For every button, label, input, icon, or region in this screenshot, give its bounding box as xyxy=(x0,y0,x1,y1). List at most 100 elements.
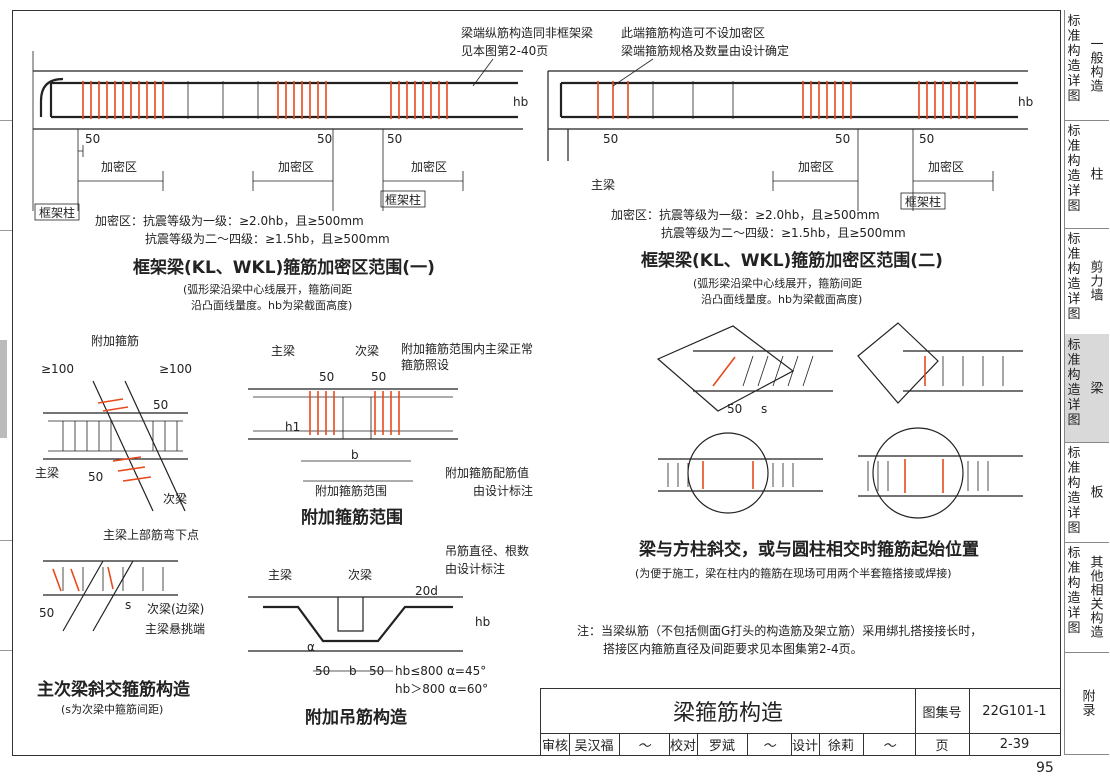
sidebar-tab-char: 构 xyxy=(1067,154,1081,169)
sidebar-tab-char: 详 xyxy=(1067,184,1081,199)
sidebar-tab[interactable]: 标准构造详图梁 xyxy=(1064,334,1109,443)
sidebar-tab-char: 构 xyxy=(1067,368,1081,383)
svg-text:b: b xyxy=(349,664,357,678)
svg-text:50: 50 xyxy=(317,132,332,146)
svg-text:hb: hb xyxy=(513,95,528,109)
sidebar-tab-char: 造 xyxy=(1067,169,1081,184)
sidebar-tab-prefix: 标准构造详图 xyxy=(1065,10,1083,120)
drawing-canvas: 50 50 50 加密区 加密区 加密区 hb 梁端纵筋构造同非框架梁 见本图第… xyxy=(32,25,1033,728)
left-tick xyxy=(0,650,12,651)
sidebar-tab[interactable]: 标准构造详图剪力墙 xyxy=(1064,228,1109,335)
sidebar-tab-char: 标 xyxy=(1067,338,1081,353)
sidebar-tab[interactable]: 标准构造详图柱 xyxy=(1064,120,1109,229)
svg-text:主梁: 主梁 xyxy=(268,567,292,582)
page-value: 2-39 xyxy=(969,733,1061,756)
svg-text:50: 50 xyxy=(835,132,850,146)
sidebar-tab-char: 详 xyxy=(1067,292,1081,307)
sidebar-tab-label: 柱 xyxy=(1087,167,1103,181)
sidebar-tab-char: 图 xyxy=(1067,199,1081,214)
figure-additional-stirrups-skew: 附加箍筋 ≥100 ≥100 50 50 主梁 次梁 xyxy=(35,333,192,512)
svg-text:s: s xyxy=(761,402,767,416)
sidebar-tab-char: 标 xyxy=(1067,446,1081,461)
svg-text:50: 50 xyxy=(85,132,100,146)
svg-text:加密区: 加密区 xyxy=(928,159,964,174)
svg-text:b: b xyxy=(351,448,359,462)
svg-text:框架柱: 框架柱 xyxy=(905,194,941,209)
svg-text:沿凸面线量度。hb为梁截面高度): 沿凸面线量度。hb为梁截面高度) xyxy=(701,292,862,306)
general-note: 注：当梁纵筋（不包括侧面G打头的构造筋及架立筋）采用绑扎搭接接长时， 搭接区内箍… xyxy=(577,623,982,656)
svg-text:50: 50 xyxy=(727,402,742,416)
sidebar-tab[interactable]: 标准构造详图一般构造 xyxy=(1064,10,1109,121)
svg-text:次梁: 次梁 xyxy=(163,491,187,506)
svg-text:梁端箍筋规格及数量由设计确定: 梁端箍筋规格及数量由设计确定 xyxy=(621,43,789,58)
svg-text:附加箍筋范围: 附加箍筋范围 xyxy=(315,483,387,498)
svg-text:由设计标注: 由设计标注 xyxy=(445,561,505,576)
sidebar-tab-char: 详 xyxy=(1067,506,1081,521)
checker-signature: ～ xyxy=(747,733,792,756)
sidebar-tab-char: 标 xyxy=(1067,232,1081,247)
sidebar-tab-char: 造 xyxy=(1067,591,1081,606)
check-label: 校对 xyxy=(669,733,698,756)
page-label: 页 xyxy=(915,733,970,756)
sidebar-tab-char: 造 xyxy=(1067,277,1081,292)
svg-text:50: 50 xyxy=(319,370,334,384)
left-tick xyxy=(0,540,12,541)
svg-text:50: 50 xyxy=(371,370,386,384)
sidebar-tab-prefix: 标准构造详图 xyxy=(1065,120,1083,228)
svg-text:α: α xyxy=(307,640,315,654)
sidebar-tab-char: 造 xyxy=(1067,383,1081,398)
svg-text:(s为次梁中箍筋间距): (s为次梁中箍筋间距) xyxy=(61,702,163,716)
svg-text:见本图第2-40页: 见本图第2-40页 xyxy=(461,44,548,58)
svg-text:次梁: 次梁 xyxy=(348,567,372,582)
svg-text:搭接区内箍筋直径及间距要求见本图集第2-4页。: 搭接区内箍筋直径及间距要求见本图集第2-4页。 xyxy=(603,641,863,656)
figure-column-intersection: 50 s 梁与方柱斜交，或与圆柱相交时箍筋起始位置 (为便于施工，梁在柱内的箍筋… xyxy=(635,322,1023,580)
sidebar-tab[interactable]: 标准构造详图板 xyxy=(1064,442,1109,543)
sidebar-tab-char: 构 xyxy=(1067,262,1081,277)
svg-text:(弧形梁沿梁中心线展开，箍筋间距: (弧形梁沿梁中心线展开，箍筋间距 xyxy=(183,282,352,296)
svg-text:加密区：抗震等级为一级：≥2.0hb，且≥500mm: 加密区：抗震等级为一级：≥2.0hb，且≥500mm xyxy=(611,207,880,222)
svg-text:次梁(边梁): 次梁(边梁) xyxy=(147,601,204,616)
svg-text:抗震等级为二～四级：≥1.5hb，且≥500mm: 抗震等级为二～四级：≥1.5hb，且≥500mm xyxy=(145,231,390,246)
svg-text:≥100: ≥100 xyxy=(41,362,74,376)
svg-text:hb≤800 α=45°: hb≤800 α=45° xyxy=(395,664,486,678)
figure-main-secondary-skew: 主梁上部筋弯下点 s 50 次梁(边梁) 主梁悬挑端 主次梁斜交箍筋构造 (s为… xyxy=(37,527,205,716)
svg-text:加密区: 加密区 xyxy=(411,159,447,174)
svg-text:框架梁(KL、WKL)箍筋加密区范围(一): 框架梁(KL、WKL)箍筋加密区范围(一) xyxy=(133,257,435,278)
svg-text:≥100: ≥100 xyxy=(159,362,192,376)
svg-text:50: 50 xyxy=(315,664,330,678)
drawing-sheet: 50 50 50 加密区 加密区 加密区 hb 梁端纵筋构造同非框架梁 见本图第… xyxy=(12,10,1061,756)
svg-text:加密区：抗震等级为一级：≥2.0hb，且≥500mm: 加密区：抗震等级为一级：≥2.0hb，且≥500mm xyxy=(95,213,364,228)
svg-text:沿凸面线量度。hb为梁截面高度): 沿凸面线量度。hb为梁截面高度) xyxy=(191,298,352,312)
svg-text:主梁上部筋弯下点: 主梁上部筋弯下点 xyxy=(103,527,199,542)
svg-text:(弧形梁沿梁中心线展开，箍筋间距: (弧形梁沿梁中心线展开，箍筋间距 xyxy=(693,276,862,290)
sidebar-tab-char: 图 xyxy=(1067,621,1081,636)
svg-text:50: 50 xyxy=(153,398,168,412)
sidebar-tab-label: 一般构造 xyxy=(1087,37,1103,93)
svg-text:hb: hb xyxy=(475,615,490,629)
title-block: 梁箍筋构造 图集号 22G101-1 审核 吴汉福 ～ 校对 罗斌 ～ 设计 徐… xyxy=(540,688,1061,756)
figure-additional-stirrups-range: 主梁 次梁 附加箍筋范围内主梁正常 箍筋照设 50 50 h1 b 附加箍筋范围… xyxy=(248,341,533,528)
left-tick xyxy=(0,230,12,231)
figure-hanger-bars: 主梁 次梁 吊筋直径、根数 由设计标注 20d hb α 50 b 50 hb≤… xyxy=(248,543,529,728)
sidebar-tab[interactable]: 标准构造详图其他相关构造 xyxy=(1064,542,1109,653)
sidebar-tab-char: 详 xyxy=(1067,606,1081,621)
sidebar-tab-label: 剪力墙 xyxy=(1087,260,1103,302)
svg-text:主梁: 主梁 xyxy=(35,465,59,480)
svg-text:s: s xyxy=(125,598,131,612)
reviewer: 吴汉福 xyxy=(569,733,620,756)
svg-text:加密区: 加密区 xyxy=(278,159,314,174)
svg-text:hb: hb xyxy=(1018,95,1033,109)
svg-text:附加箍筋: 附加箍筋 xyxy=(91,333,139,348)
sidebar-tab-label: 梁 xyxy=(1087,381,1103,395)
sidebar-tab-char: 准 xyxy=(1067,247,1081,262)
figure-kl-densification-1: 50 50 50 加密区 加密区 加密区 hb 梁端纵筋构造同非框架梁 见本图第… xyxy=(32,25,593,312)
svg-text:附加吊筋构造: 附加吊筋构造 xyxy=(305,707,408,728)
sidebar-tab-char: 构 xyxy=(1067,576,1081,591)
sidebar-tab-char: 准 xyxy=(1067,139,1081,154)
svg-text:主梁悬挑端: 主梁悬挑端 xyxy=(145,621,205,636)
sidebar-tab[interactable]: 附录 xyxy=(1064,652,1109,755)
svg-text:h1: h1 xyxy=(285,420,300,434)
svg-text:梁与方柱斜交，或与圆柱相交时箍筋起始位置: 梁与方柱斜交，或与圆柱相交时箍筋起始位置 xyxy=(638,539,979,560)
svg-text:框架柱: 框架柱 xyxy=(385,192,421,207)
sidebar-tab-char: 造 xyxy=(1067,491,1081,506)
